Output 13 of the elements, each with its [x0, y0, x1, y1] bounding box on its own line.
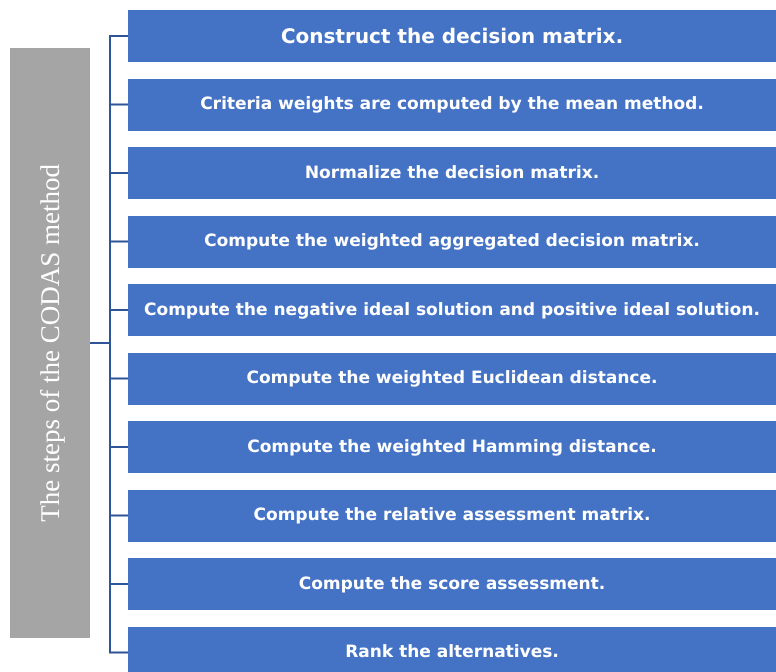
step-box: Compute the weighted Euclidean distance.: [128, 352, 776, 404]
category-bar: [10, 48, 90, 638]
step-box: Compute the relative assessment matrix.: [128, 490, 776, 542]
step-box: Criteria weights are computed by the mean method.: [128, 78, 776, 130]
step-box: Compute the negative ideal solution and positive ideal solution.: [128, 284, 776, 336]
step-box: Compute the weighted aggregated decision matrix.: [128, 216, 776, 268]
step-box: Construct the decision matrix.: [128, 10, 776, 62]
bar-title: The steps of the CODAS method: [34, 164, 66, 522]
step-box: Normalize the decision matrix.: [128, 147, 776, 199]
step-box: Compute the score assessment.: [128, 558, 776, 610]
step-box: Rank the alternatives.: [128, 626, 776, 672]
step-box: Compute the weighted Hamming distance.: [128, 421, 776, 473]
bracket-connector: [90, 342, 128, 654]
